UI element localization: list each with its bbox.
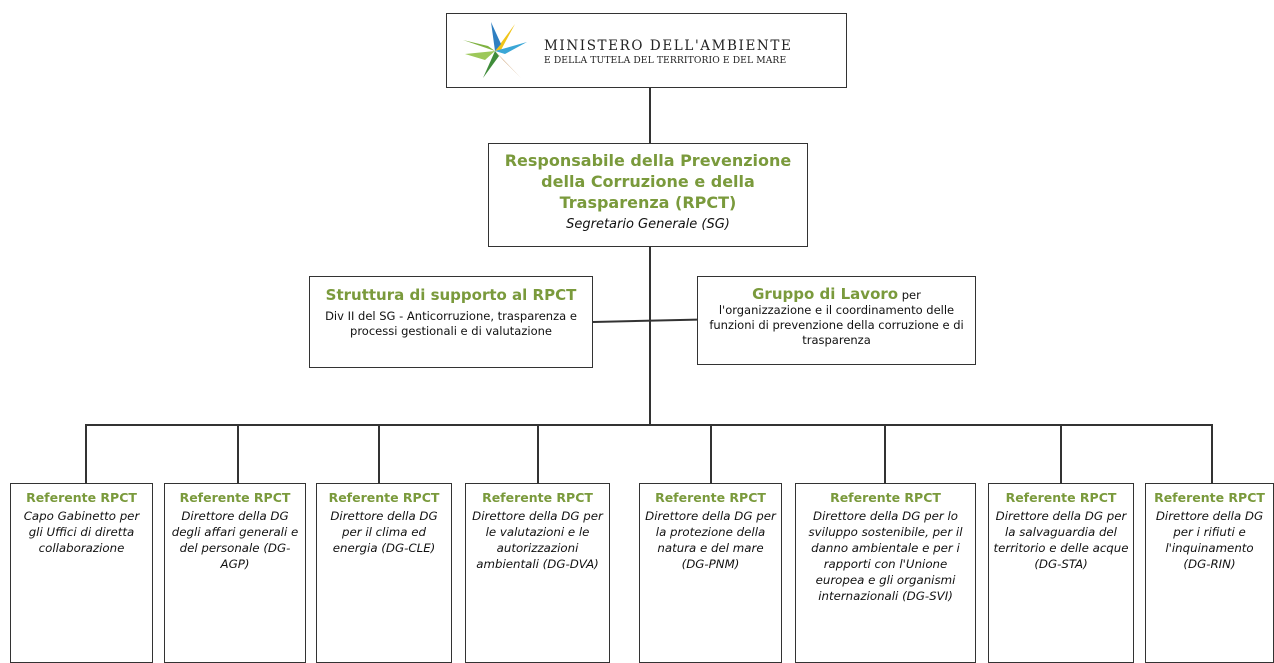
referent-header: Referente RPCT (179, 490, 291, 505)
group-text: per l'organizzazione e il coordinamento … (709, 288, 964, 347)
connector-drop-6 (884, 424, 886, 483)
referent-box-dg-svi: Referente RPCT Direttore della DG per lo… (795, 483, 976, 663)
referent-text: Direttore della DG per il clima ed energ… (330, 509, 438, 555)
connector-rpct-trunk (649, 247, 651, 424)
referent-header: Referente RPCT (482, 490, 593, 505)
referent-box-dg-pnm: Referente RPCT Direttore della DG per la… (639, 483, 782, 663)
connector-drop-7 (1060, 424, 1062, 483)
referent-box-dg-cle: Referente RPCT Direttore della DG per il… (316, 483, 452, 663)
connector-drop-8 (1211, 424, 1213, 483)
referent-box-dg-agp: Referente RPCT Direttore della DG degli … (164, 483, 306, 663)
referent-header: Referente RPCT (655, 490, 766, 505)
support-title: Struttura di supporto al RPCT (325, 286, 577, 304)
referent-box-dg-sta: Referente RPCT Direttore della DG per la… (988, 483, 1134, 663)
referent-header: Referente RPCT (1005, 490, 1117, 505)
connector-drop-4 (537, 424, 539, 483)
referent-text: Direttore della DG per la protezione del… (645, 509, 776, 571)
connector-ministry-rpct (649, 88, 651, 143)
referent-text: Direttore della DG degli affari generali… (171, 509, 299, 571)
connector-support-group (592, 318, 697, 323)
rpct-title: Responsabile della Prevenzione della Cor… (504, 151, 792, 212)
referent-header: Referente RPCT (328, 490, 440, 505)
connector-drop-5 (710, 424, 712, 483)
referent-text: Direttore della DG per la salvaguardia d… (993, 509, 1129, 571)
referent-box-dg-dva: Referente RPCT Direttore della DG per le… (465, 483, 610, 663)
connector-drop-1 (85, 424, 87, 483)
referent-header: Referente RPCT (26, 490, 137, 505)
group-title: Gruppo di Lavoro (752, 285, 899, 303)
connector-drop-3 (378, 424, 380, 483)
referent-text: Direttore della DG per le valutazioni e … (472, 509, 603, 571)
referent-header: Referente RPCT (1154, 490, 1265, 505)
referent-header: Referente RPCT (830, 490, 941, 505)
working-group-box: Gruppo di Lavoro per l'organizzazione e … (697, 276, 976, 365)
referent-text: Direttore della DG per lo sviluppo soste… (808, 509, 963, 603)
ministry-name-line1: MINISTERO DELL'AMBIENTE (544, 38, 793, 54)
referent-box-cabinet: Referente RPCT Capo Gabinetto per gli Uf… (10, 483, 153, 663)
referent-box-dg-rin: Referente RPCT Direttore della DG per i … (1145, 483, 1274, 663)
ministry-name-line2: E DELLA TUTELA DEL TERRITORIO E DEL MARE (544, 55, 787, 66)
connector-drop-2 (237, 424, 239, 483)
rpct-subtitle: Segretario Generale (SG) (566, 217, 730, 232)
connector-horizontal-bus (85, 424, 1212, 426)
support-text: Div II del SG - Anticorruzione, traspare… (325, 309, 577, 338)
rpct-box: Responsabile della Prevenzione della Cor… (488, 143, 808, 247)
ministry-star-logo-icon (463, 22, 527, 78)
referent-text: Direttore della DG per i rifiuti e l'inq… (1155, 509, 1264, 571)
support-structure-box: Struttura di supporto al RPCT Div II del… (309, 276, 593, 368)
ministry-logo-box: MINISTERO DELL'AMBIENTE E DELLA TUTELA D… (446, 13, 847, 88)
referent-text: Capo Gabinetto per gli Uffici di diretta… (23, 509, 140, 555)
